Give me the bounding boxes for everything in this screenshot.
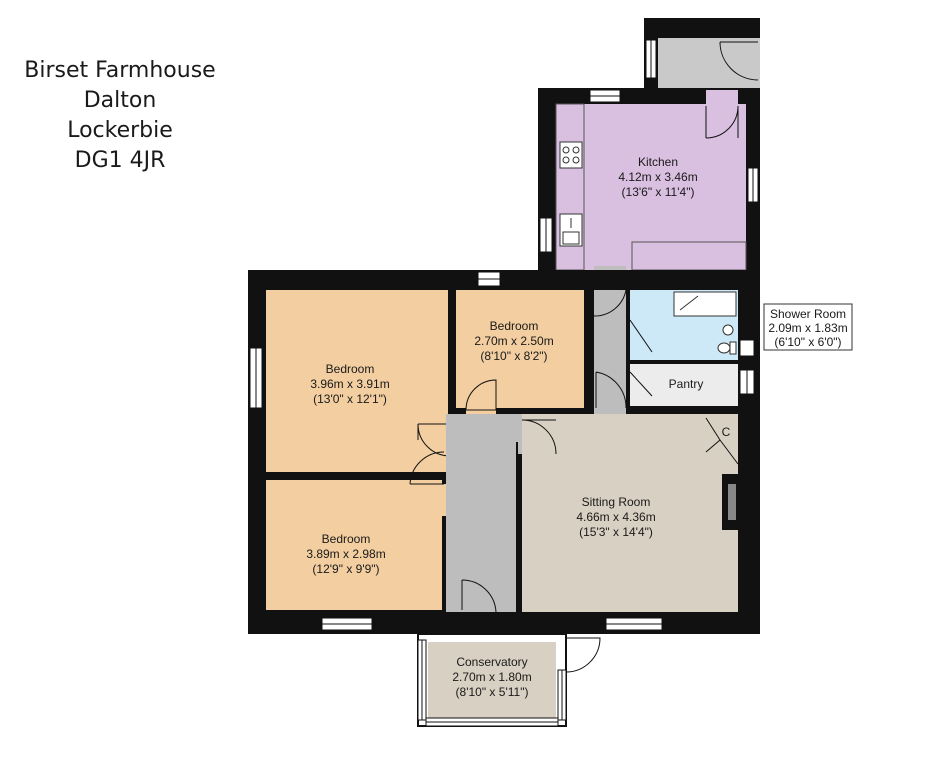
bedroom-3-metric: 3.89m x 2.98m xyxy=(306,547,385,561)
bedroom-2: Bedroom 2.70m x 2.50m (8'10" x 8'2") xyxy=(456,271,584,416)
bedroom-2-imperial: (8'10" x 8'2") xyxy=(480,349,547,363)
bedroom-3-name: Bedroom xyxy=(322,532,371,546)
sitting-room-imperial: (15'3" x 14'4") xyxy=(579,525,653,539)
kitchen-room: Kitchen 4.12m x 3.46m (13'6" x 11'4") xyxy=(538,88,760,278)
bedroom-1-name: Bedroom xyxy=(326,362,375,376)
bedroom-2-name: Bedroom xyxy=(490,319,539,333)
conservatory-imperial: (8'10" x 5'11") xyxy=(456,685,529,699)
bedroom-3-imperial: (12'9" x 9'9") xyxy=(312,562,379,576)
shower-room-name: Shower Room xyxy=(770,307,846,321)
address-line-1: Birset Farmhouse xyxy=(24,58,216,83)
hob-icon xyxy=(559,141,583,169)
kitchen-imperial: (13'6" x 11'4") xyxy=(622,185,695,199)
hallway xyxy=(446,289,627,613)
pantry-name: Pantry xyxy=(669,377,704,391)
bedroom-3: Bedroom 3.89m x 2.98m (12'9" x 9'9") xyxy=(266,451,452,631)
sitting-room: C Sitting Room 4.66m x 4.36m (15'3" x 14… xyxy=(521,414,740,631)
shower-room xyxy=(629,290,760,360)
kitchen-metric: 4.12m x 3.46m xyxy=(618,170,697,184)
conservatory: Conservatory 2.70m x 1.80m (8'10" x 5'11… xyxy=(417,633,601,727)
bedroom-1-imperial: (13'0" x 12'1") xyxy=(313,392,387,406)
bedroom-2-metric: 2.70m x 2.50m xyxy=(474,334,553,348)
address-line-4: DG1 4JR xyxy=(74,148,166,173)
sitting-room-name: Sitting Room xyxy=(582,495,651,509)
bedroom-1: Bedroom 3.96m x 3.91m (13'0" x 12'1") xyxy=(249,290,458,472)
conservatory-name: Conservatory xyxy=(456,655,527,669)
bedroom-1-metric: 3.96m x 3.91m xyxy=(310,377,389,391)
address-line-2: Dalton xyxy=(83,88,157,113)
property-address: Birset Farmhouse Dalton Lockerbie DG1 4J… xyxy=(20,56,220,176)
sitting-room-metric: 4.66m x 4.36m xyxy=(576,510,655,524)
shower-room-label-box: Shower Room 2.09m x 1.83m (6'10" x 6'0") xyxy=(763,303,853,351)
shower-room-metric: 2.09m x 1.83m xyxy=(768,321,847,335)
kitchen-name: Kitchen xyxy=(638,155,678,169)
cupboard-label: C xyxy=(722,425,731,439)
shower-room-imperial: (6'10" x 6'0") xyxy=(774,335,841,349)
pantry: Pantry xyxy=(629,364,755,406)
conservatory-metric: 2.70m x 1.80m xyxy=(452,670,531,684)
sink-icon xyxy=(559,213,583,247)
address-line-3: Lockerbie xyxy=(67,118,173,143)
